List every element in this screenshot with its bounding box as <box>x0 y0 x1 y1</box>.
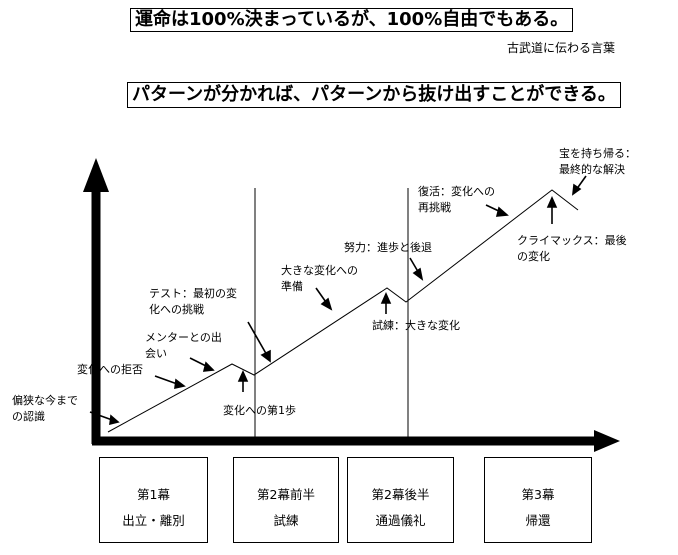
journey-line <box>107 189 579 433</box>
label-resurrection: 復活：変化への再挑戦 <box>418 185 495 214</box>
stage-box-act2a: 第2幕前半試練 <box>233 457 339 543</box>
title-source: 古武道に伝わる言葉 <box>507 41 616 55</box>
pointer-arrows <box>89 175 587 426</box>
label-preparation: 大きな変化への準備 <box>281 264 358 293</box>
title-main: 運命は100%決まっているが、100%自由でもある。 <box>130 8 574 32</box>
label-test-first-challenge: テスト：最初の変化への挑戦 <box>149 287 237 316</box>
label-climax: クライマックス：最後の変化 <box>517 234 627 263</box>
x-axis-arrowhead <box>594 430 620 452</box>
label-refusal-of-change: 変化への拒否 <box>77 363 143 376</box>
label-return-with-treasure: 宝を持ち帰る：最終的な解決 <box>559 147 636 176</box>
label-meeting-mentor: メンターとの出会い <box>145 331 222 360</box>
label-narrow-perception: 偏狭な今までの認識 <box>12 394 78 423</box>
label-first-step: 変化への第1歩 <box>223 404 296 417</box>
label-effort: 努力：進歩と後退 <box>344 241 432 254</box>
label-ordeal: 試練：大きな変化 <box>372 319 460 332</box>
arrow-d <box>247 321 269 358</box>
title-second: パターンが分かれば、パターンから抜け出すことができる。 <box>127 82 621 108</box>
stage-box-act3: 第3幕帰還 <box>484 457 592 543</box>
stage-box-act2b: 第2幕後半通過儀礼 <box>347 457 454 543</box>
stage-box-act1: 第1幕出立・離別 <box>99 457 208 543</box>
y-axis-arrowhead <box>83 158 109 192</box>
